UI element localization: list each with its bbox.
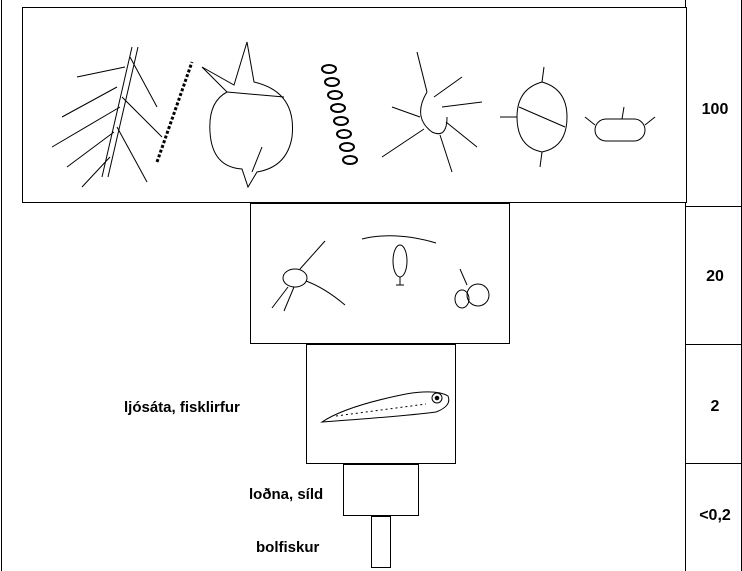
zooplankton-illustrations xyxy=(250,203,510,344)
chain-diatom-drawing xyxy=(52,47,162,187)
dinoflagellate-drawing xyxy=(202,42,293,187)
demersal-fish-box xyxy=(371,516,391,568)
beaded-chain-drawing xyxy=(157,62,192,162)
value-phytoplankton: 100 xyxy=(688,101,742,119)
value-small-fish: 2 xyxy=(688,398,742,416)
fish-larva-illustration xyxy=(306,344,456,464)
value-pelagic-fish: <0,2 xyxy=(688,507,742,525)
shrimp-larva-drawing xyxy=(272,241,345,311)
value-divider-3 xyxy=(685,463,742,464)
copepod-drawing xyxy=(362,236,436,285)
label-demersal-fish: bolfiskur xyxy=(256,539,319,556)
crab-larva-drawing xyxy=(455,269,489,308)
label-pelagic-fish: loðna, síld xyxy=(249,486,323,503)
value-zooplankton: 20 xyxy=(688,268,742,286)
spiny-cell-drawing xyxy=(382,52,482,172)
value-divider-2 xyxy=(685,344,742,345)
armored-cell-drawing xyxy=(500,67,567,167)
label-small-fish: ljósáta, fisklirfur xyxy=(124,399,240,416)
coin-chain-drawing xyxy=(322,65,357,164)
phytoplankton-illustrations xyxy=(22,7,687,203)
value-divider-1 xyxy=(685,206,742,207)
pelagic-fish-box xyxy=(343,464,419,516)
left-margin-line xyxy=(1,0,2,571)
capsule-cell-drawing xyxy=(585,107,655,141)
